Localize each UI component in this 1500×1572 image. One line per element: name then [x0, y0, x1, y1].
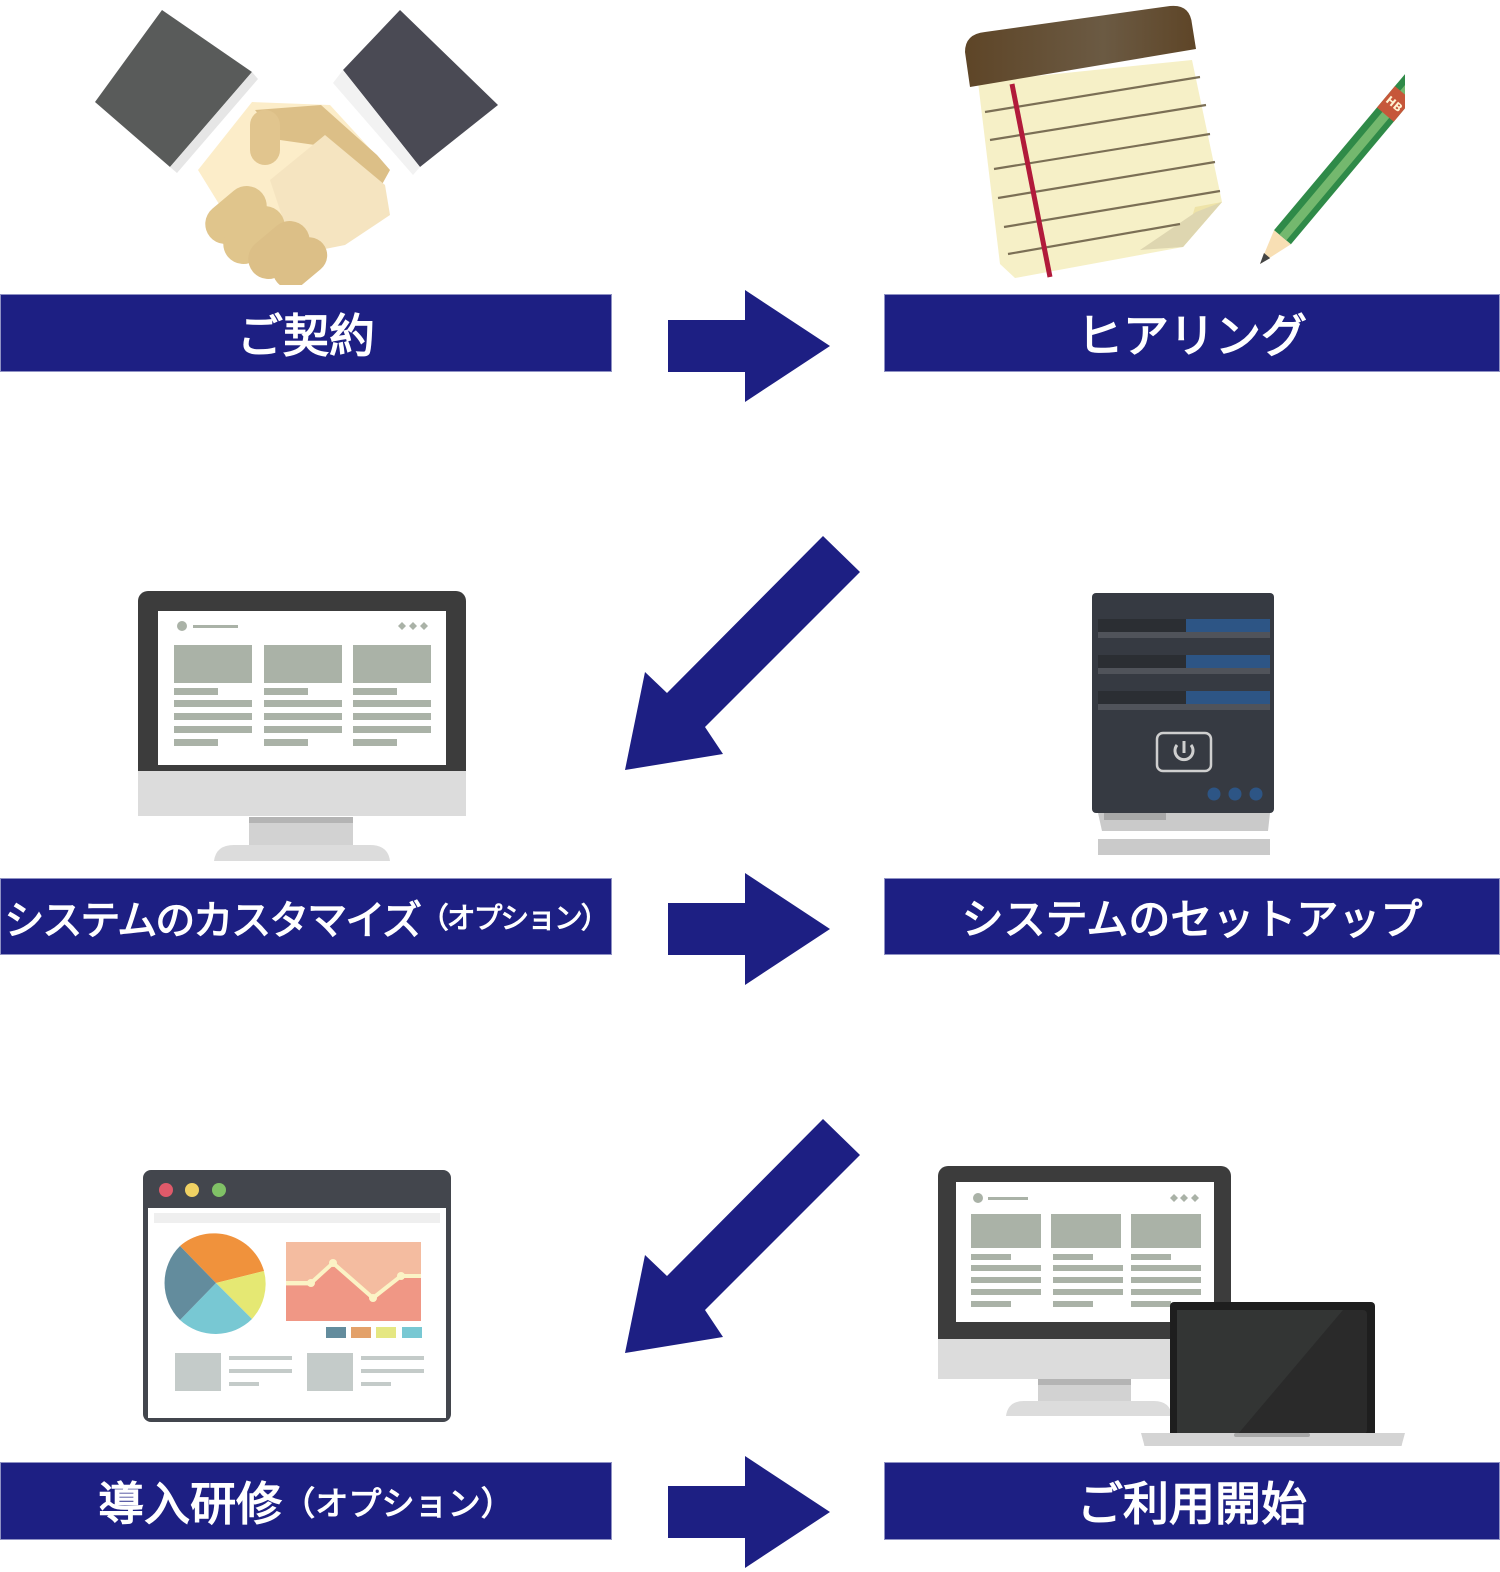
arrow-right-icon	[668, 1456, 832, 1570]
step-banner-training: 導入研修（オプション）	[0, 1462, 612, 1540]
arrow-down-left-icon	[620, 1115, 865, 1360]
step-label: ご利用開始	[1077, 1477, 1307, 1531]
notepad-pencil-icon: HB	[960, 2, 1405, 282]
power-button	[1155, 731, 1213, 773]
step-label: ヒアリング	[1077, 309, 1307, 363]
step-banner-setup: システムのセットアップ	[884, 878, 1500, 955]
step-banner-hearing: ヒアリング	[884, 294, 1500, 372]
arrow-down-left-icon	[620, 532, 865, 777]
arrow-right-icon	[668, 873, 832, 987]
power-icon	[1173, 741, 1195, 762]
step-banner-start-use: ご利用開始	[884, 1462, 1500, 1540]
arrow-right-icon	[668, 290, 832, 404]
step-label-option: （オプション）	[420, 901, 610, 935]
step-label: 導入研修	[98, 1477, 283, 1531]
server-tower-icon	[1092, 593, 1274, 859]
step-label: システムのセットアップ	[961, 895, 1423, 944]
step-label: システムのカスタマイズ	[4, 896, 422, 944]
step-banner-contract: ご契約	[0, 294, 612, 372]
step-label: ご契約	[237, 309, 375, 363]
pie-chart-icon	[164, 1233, 266, 1334]
handshake-icon	[95, 5, 505, 285]
step-label-option: （オプション）	[282, 1484, 514, 1523]
line-chart-icon	[286, 1242, 421, 1321]
dashboard-browser-icon	[143, 1170, 453, 1424]
desktop-and-laptop-icon	[938, 1166, 1408, 1446]
step-banner-customize: システムのカスタマイズ（オプション）	[0, 878, 612, 955]
desktop-monitor-icon	[138, 591, 468, 863]
